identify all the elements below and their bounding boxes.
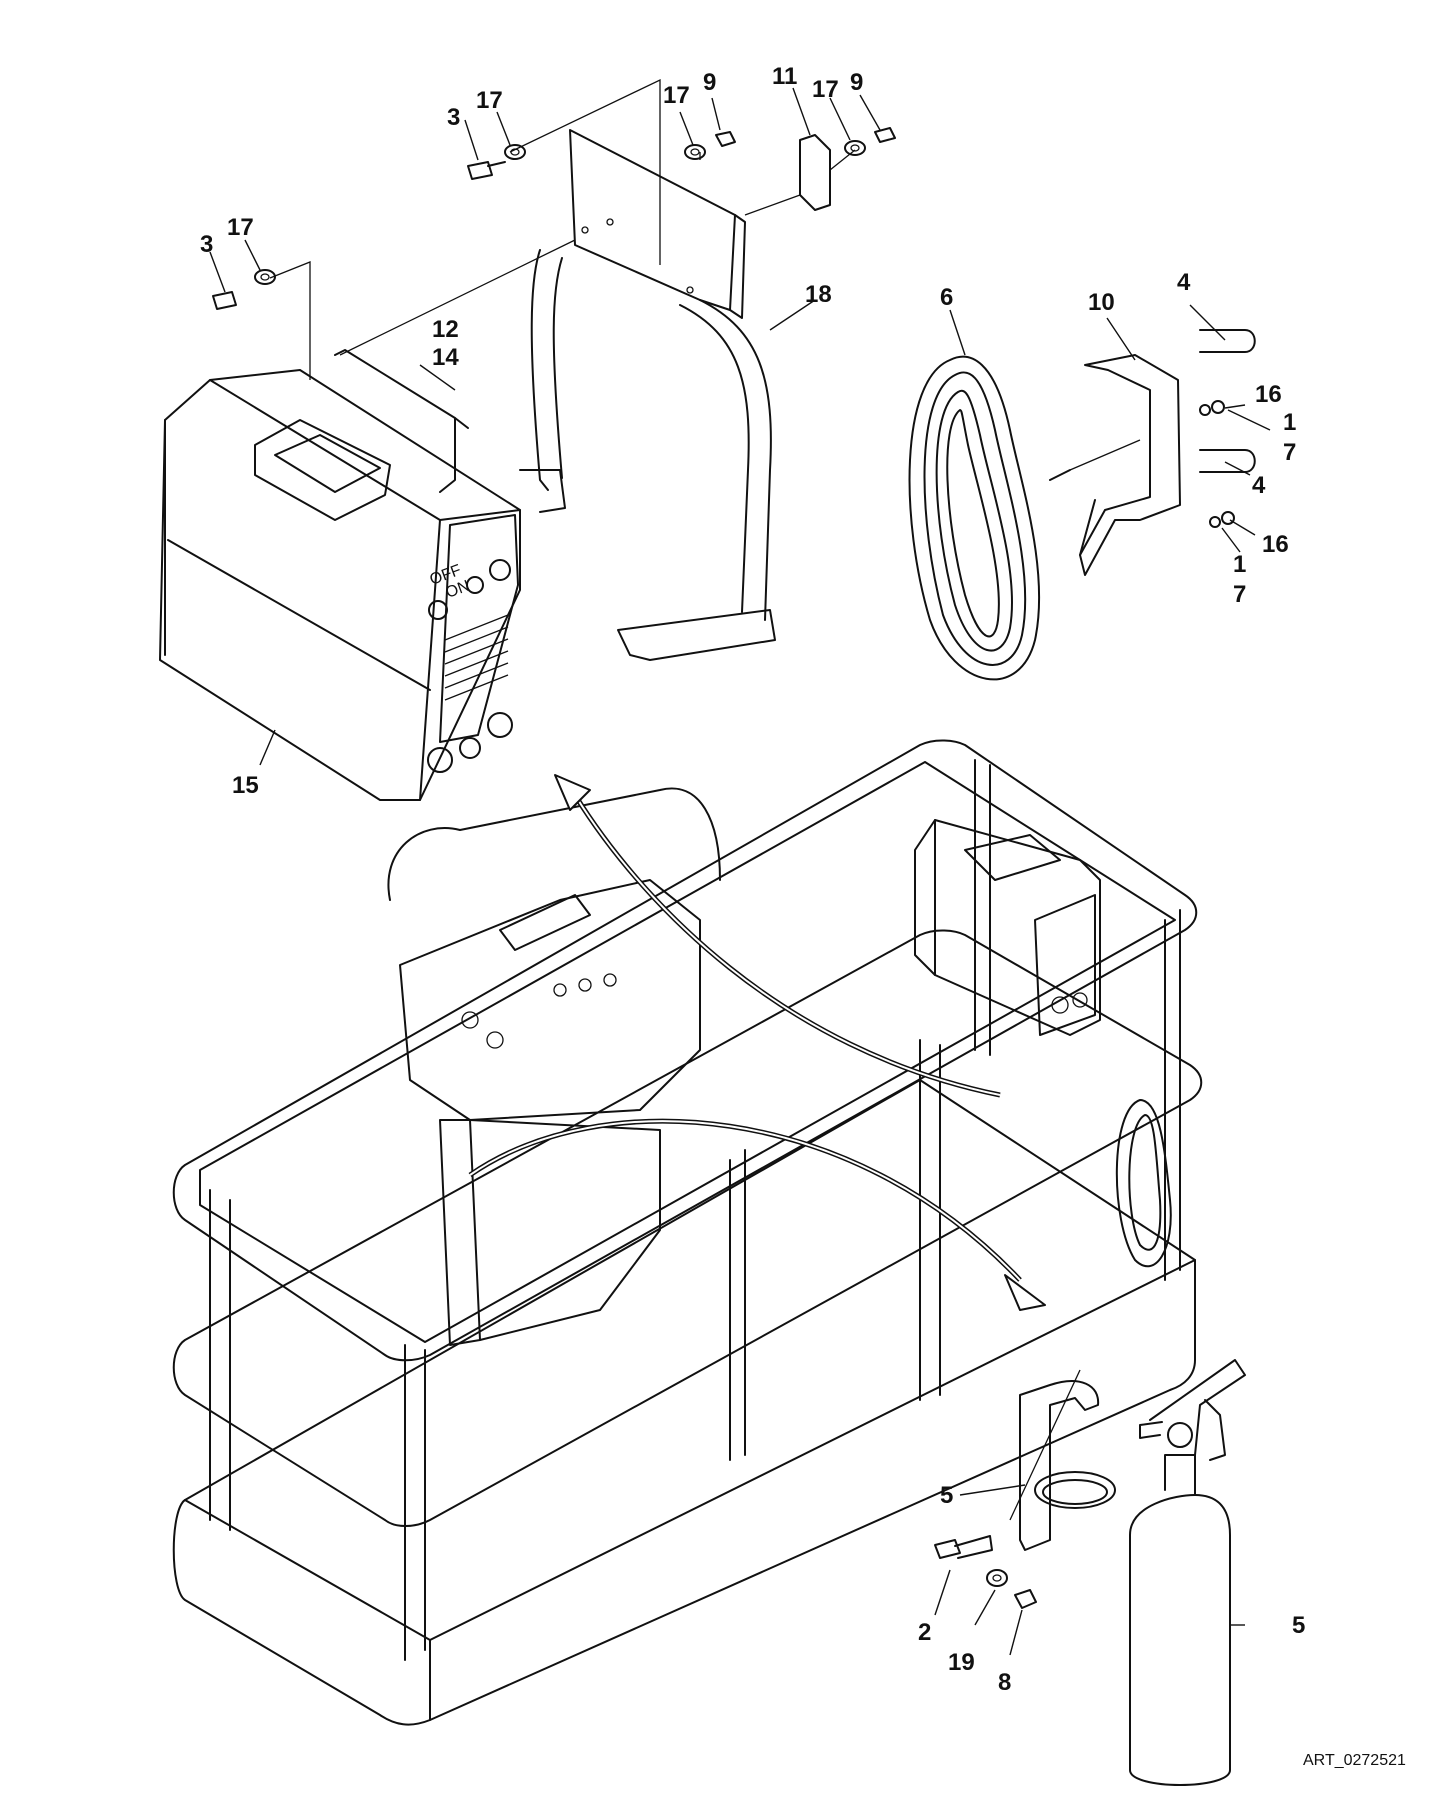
callout-4-top: 4	[1177, 269, 1191, 296]
assembly-lines	[269, 78, 1141, 1521]
mounting-bracket	[519, 129, 776, 661]
callout-8: 8	[998, 1669, 1011, 1696]
fire-extinguisher	[1129, 1359, 1246, 1786]
callout-14: 14	[432, 344, 459, 371]
callout-12: 12	[432, 316, 459, 343]
cooling-vents	[444, 614, 509, 701]
callout-16-top: 16	[1255, 381, 1282, 408]
callout-17-top-mid: 17	[663, 82, 690, 109]
callout-9-top-right: 9	[850, 69, 863, 96]
welder-unit: OFF ON	[159, 349, 521, 801]
callout-7-top: 7	[1283, 439, 1296, 466]
cable-coil	[908, 355, 1041, 681]
callout-16-bottom: 16	[1262, 531, 1289, 558]
callout-10: 10	[1088, 289, 1115, 316]
callout-4-bottom: 4	[1252, 472, 1266, 499]
callout-15: 15	[232, 772, 259, 799]
callout-1-bottom: 1	[1233, 551, 1246, 578]
callout-17-top-left: 17	[476, 87, 503, 114]
callout-18: 18	[805, 281, 832, 308]
callout-17-top-right: 17	[812, 76, 839, 103]
callout-5-extinguisher: 5	[1292, 1612, 1305, 1639]
callout-9-top-mid: 9	[703, 69, 716, 96]
callout-6: 6	[940, 284, 953, 311]
installed-cable	[1115, 1099, 1172, 1268]
callout-3-top: 3	[447, 104, 460, 131]
platform-basket	[172, 739, 1203, 1726]
fasteners	[212, 127, 1037, 1609]
install-arrows	[468, 774, 1046, 1311]
installed-welder	[914, 819, 1101, 1036]
callout-leaders	[209, 87, 1271, 1656]
callout-7-bottom: 7	[1233, 581, 1246, 608]
callout-3-left: 3	[200, 231, 213, 258]
extinguisher-bracket	[1019, 1380, 1116, 1551]
callout-labels: 3 17 17 9 11 17 9 3 17 12 14 18 6 10 4 1…	[200, 63, 1305, 1696]
callout-5-bracket: 5	[940, 1482, 953, 1509]
callout-1-top: 1	[1283, 409, 1296, 436]
callout-2: 2	[918, 1619, 931, 1646]
control-console	[387, 787, 721, 1346]
callout-19: 19	[948, 1649, 975, 1676]
callout-11: 11	[772, 63, 797, 90]
cable-bracket	[1049, 329, 1256, 576]
art-id: ART_0272521	[1303, 1752, 1406, 1769]
callout-17-left: 17	[227, 214, 254, 241]
angle-bracket	[799, 134, 831, 211]
